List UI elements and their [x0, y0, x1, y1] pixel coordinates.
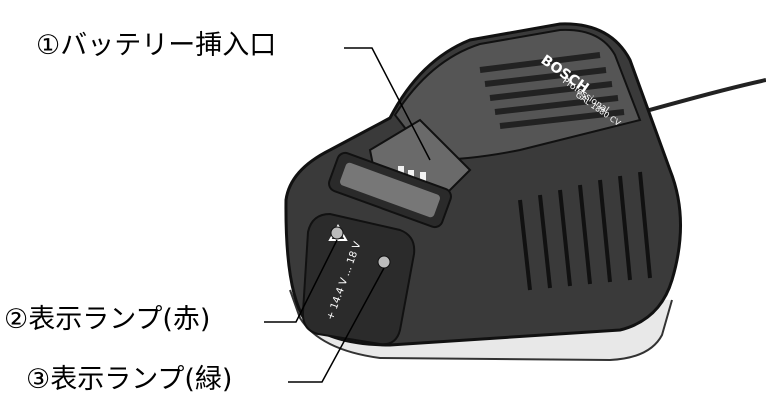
callout-line-battery — [344, 47, 431, 161]
label-red-lamp: ②表示ランプ(赤) — [4, 304, 211, 335]
red-indicator-lamp — [330, 226, 344, 240]
battery-slot-rails — [479, 52, 625, 129]
label-green-lamp: ③表示ランプ(緑) — [26, 364, 233, 395]
front-panel — [301, 212, 416, 346]
label-battery-slot: ①バッテリー挿入口 — [36, 30, 277, 61]
callout-line-red — [264, 239, 338, 323]
callout-line-green — [288, 267, 385, 383]
release-grip-texture — [340, 162, 440, 218]
green-indicator-lamp — [377, 255, 391, 269]
side-vents — [518, 171, 652, 291]
